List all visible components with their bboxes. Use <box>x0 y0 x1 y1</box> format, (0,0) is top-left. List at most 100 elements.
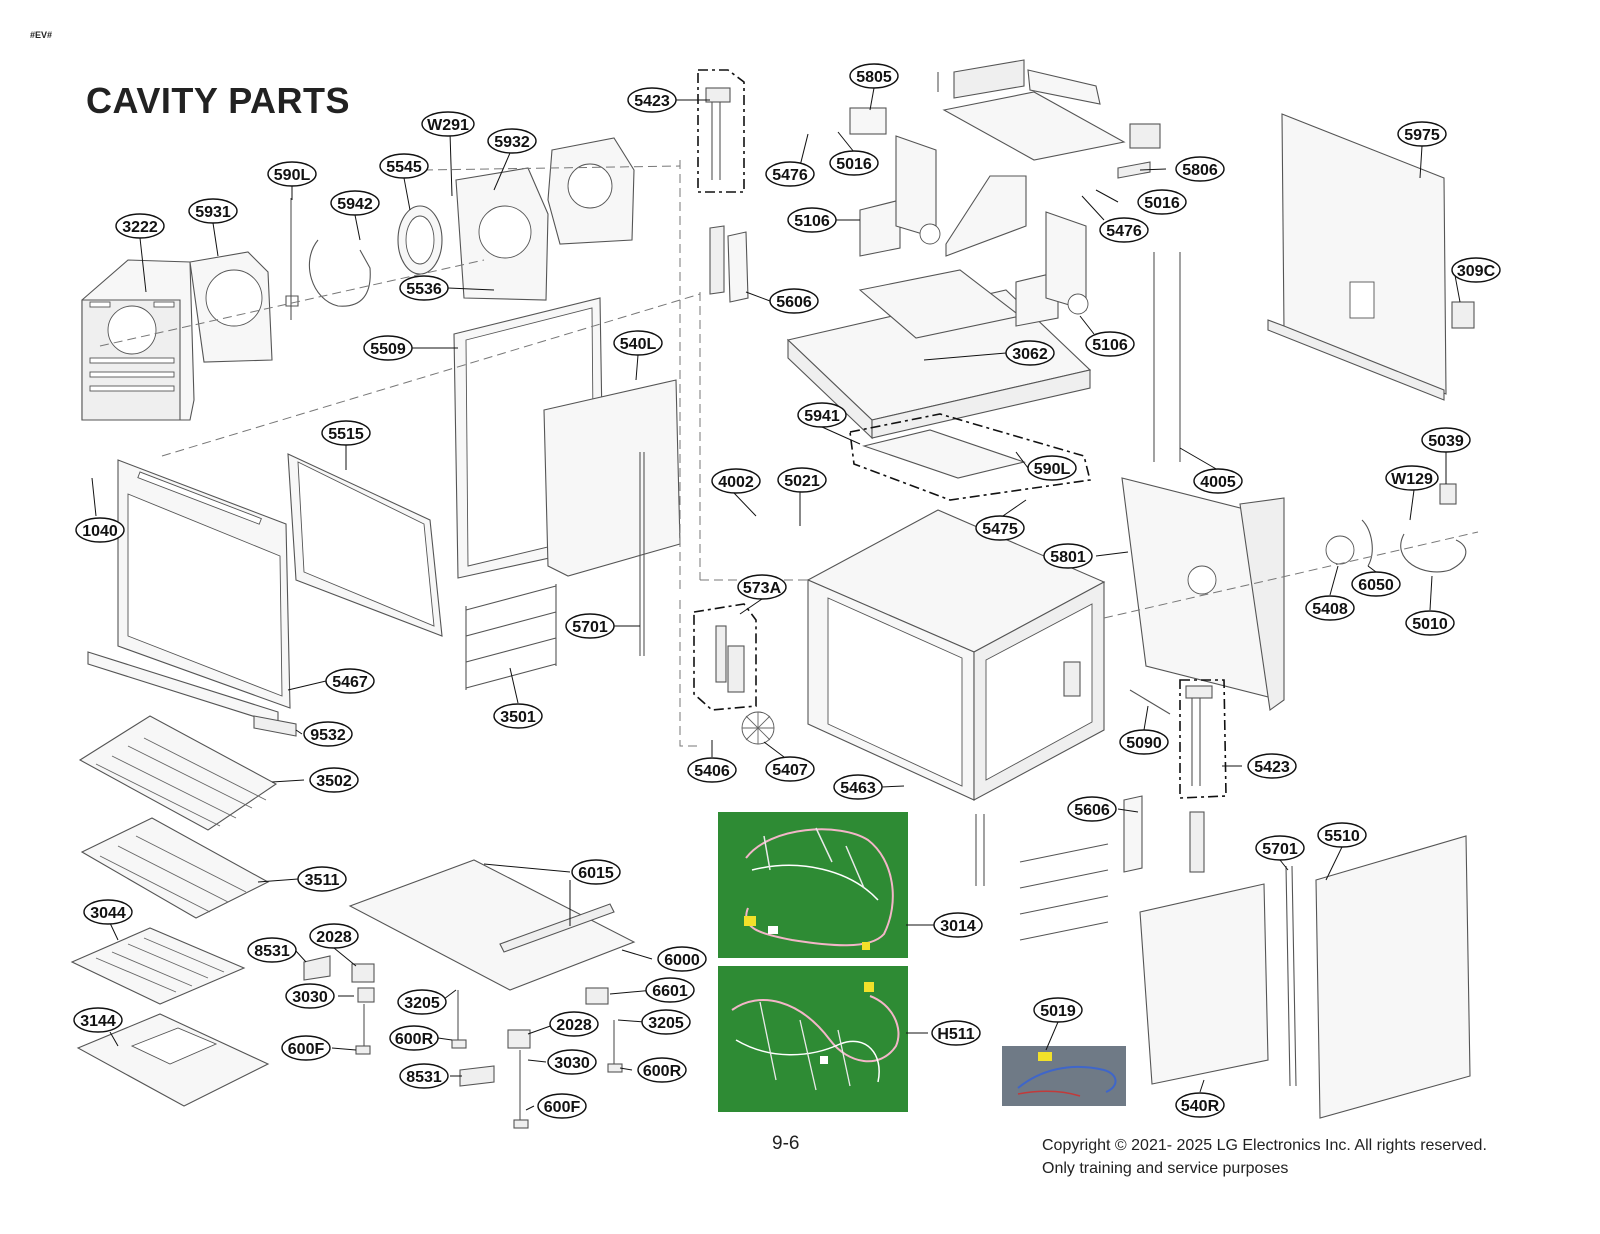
callout-5806: 5806 <box>1175 156 1225 182</box>
svg-text:5931: 5931 <box>195 204 231 221</box>
svg-text:8531: 8531 <box>406 1069 442 1086</box>
svg-text:H511: H511 <box>937 1026 974 1043</box>
callout-9532: 9532 <box>303 721 353 747</box>
svg-text:5475: 5475 <box>982 521 1018 538</box>
callout-H511: H511 <box>931 1020 981 1046</box>
callout-5701-b: 5701 <box>1255 835 1305 861</box>
callout-5805: 5805 <box>849 63 899 89</box>
svg-text:6000: 6000 <box>664 952 700 969</box>
callout-8531: 8531 <box>247 937 297 963</box>
svg-text:3030: 3030 <box>292 989 328 1006</box>
callout-5021: 5021 <box>777 467 827 493</box>
callout-6050: 6050 <box>1351 571 1401 597</box>
svg-text:5021: 5021 <box>784 473 820 490</box>
svg-text:W129: W129 <box>1391 471 1433 488</box>
callout-5510: 5510 <box>1317 822 1367 848</box>
callout-5408: 5408 <box>1305 595 1355 621</box>
callout-5476-b: 5476 <box>1099 217 1149 243</box>
harness-photo-H511 <box>718 966 908 1112</box>
svg-text:309C: 309C <box>1457 263 1496 280</box>
svg-text:5010: 5010 <box>1412 616 1448 633</box>
svg-text:6015: 6015 <box>578 865 614 882</box>
callout-3044: 3044 <box>83 899 133 925</box>
callout-5467: 5467 <box>325 668 375 694</box>
svg-text:5016: 5016 <box>1144 195 1180 212</box>
callout-5463: 5463 <box>833 774 883 800</box>
svg-text:5039: 5039 <box>1428 433 1464 450</box>
svg-text:5932: 5932 <box>494 134 530 151</box>
callout-3205-b: 3205 <box>641 1009 691 1035</box>
callout-5932: 5932 <box>487 128 537 154</box>
svg-text:5019: 5019 <box>1040 1003 1076 1020</box>
svg-text:3014: 3014 <box>940 918 976 935</box>
svg-text:540L: 540L <box>620 336 657 353</box>
svg-text:600R: 600R <box>643 1063 682 1080</box>
svg-text:5463: 5463 <box>840 780 876 797</box>
svg-text:5941: 5941 <box>804 408 840 425</box>
svg-text:5606: 5606 <box>1074 802 1110 819</box>
callout-3144: 3144 <box>73 1007 123 1033</box>
svg-text:5407: 5407 <box>772 762 808 779</box>
copyright-notice: Copyright © 2021- 2025 LG Electronics In… <box>1042 1134 1487 1180</box>
svg-text:5975: 5975 <box>1404 127 1440 144</box>
callout-8531-b: 8531 <box>399 1063 449 1089</box>
svg-text:6601: 6601 <box>652 983 688 1000</box>
callout-600R-b: 600R <box>637 1057 687 1083</box>
callout-3030: 3030 <box>285 983 335 1009</box>
callout-5016-b: 5016 <box>1137 189 1187 215</box>
callout-3030-b: 3030 <box>547 1049 597 1075</box>
svg-text:3062: 3062 <box>1012 346 1048 363</box>
svg-text:5536: 5536 <box>406 281 442 298</box>
callout-5545: 5545 <box>379 153 429 179</box>
callout-2028-b: 2028 <box>549 1011 599 1037</box>
callout-5606: 5606 <box>769 288 819 314</box>
callout-W291: W291 <box>421 111 475 137</box>
svg-text:1040: 1040 <box>82 523 118 540</box>
callout-5476: 5476 <box>765 161 815 187</box>
svg-text:5515: 5515 <box>328 426 364 443</box>
callout-5010: 5010 <box>1405 610 1455 636</box>
copyright-line: Copyright © 2021- 2025 LG Electronics In… <box>1042 1137 1487 1154</box>
callout-5039: 5039 <box>1421 427 1471 453</box>
callout-5942: 5942 <box>330 190 380 216</box>
svg-text:9532: 9532 <box>310 727 346 744</box>
svg-text:5476: 5476 <box>1106 223 1142 240</box>
svg-text:4002: 4002 <box>718 474 754 491</box>
callout-3502: 3502 <box>309 767 359 793</box>
callout-5423-b: 5423 <box>1247 753 1297 779</box>
svg-text:5509: 5509 <box>370 341 406 358</box>
svg-text:3044: 3044 <box>90 905 126 922</box>
svg-text:6050: 6050 <box>1358 577 1394 594</box>
callout-5801: 5801 <box>1043 543 1093 569</box>
svg-text:2028: 2028 <box>316 929 352 946</box>
svg-text:600R: 600R <box>395 1031 434 1048</box>
callout-5106-b: 5106 <box>1085 331 1135 357</box>
callout-5106: 5106 <box>787 207 837 233</box>
callout-5407: 5407 <box>765 756 815 782</box>
callout-5941: 5941 <box>797 402 847 428</box>
svg-text:8531: 8531 <box>254 943 290 960</box>
callout-6015: 6015 <box>571 859 621 885</box>
svg-text:540R: 540R <box>1181 1098 1220 1115</box>
callout-5406: 5406 <box>687 757 737 783</box>
svg-text:3144: 3144 <box>80 1013 116 1030</box>
callout-5090: 5090 <box>1119 729 1169 755</box>
callout-5016: 5016 <box>829 150 879 176</box>
callout-3511: 3511 <box>297 866 347 892</box>
svg-text:5801: 5801 <box>1050 549 1086 566</box>
svg-text:573A: 573A <box>743 580 782 597</box>
wire-photo-5019 <box>1002 1046 1126 1106</box>
callout-5019: 5019 <box>1033 997 1083 1023</box>
callout-5515: 5515 <box>321 420 371 446</box>
svg-text:5942: 5942 <box>337 196 373 213</box>
svg-text:590L: 590L <box>1034 461 1071 478</box>
callout-1040: 1040 <box>75 517 125 543</box>
callout-3062: 3062 <box>1005 340 1055 366</box>
svg-text:5423: 5423 <box>1254 759 1290 776</box>
svg-text:5806: 5806 <box>1182 162 1218 179</box>
svg-text:5476: 5476 <box>772 167 808 184</box>
document-tag: #EV# <box>30 30 53 40</box>
callout-5931: 5931 <box>188 198 238 224</box>
svg-text:3222: 3222 <box>122 219 158 236</box>
callout-5509: 5509 <box>363 335 413 361</box>
